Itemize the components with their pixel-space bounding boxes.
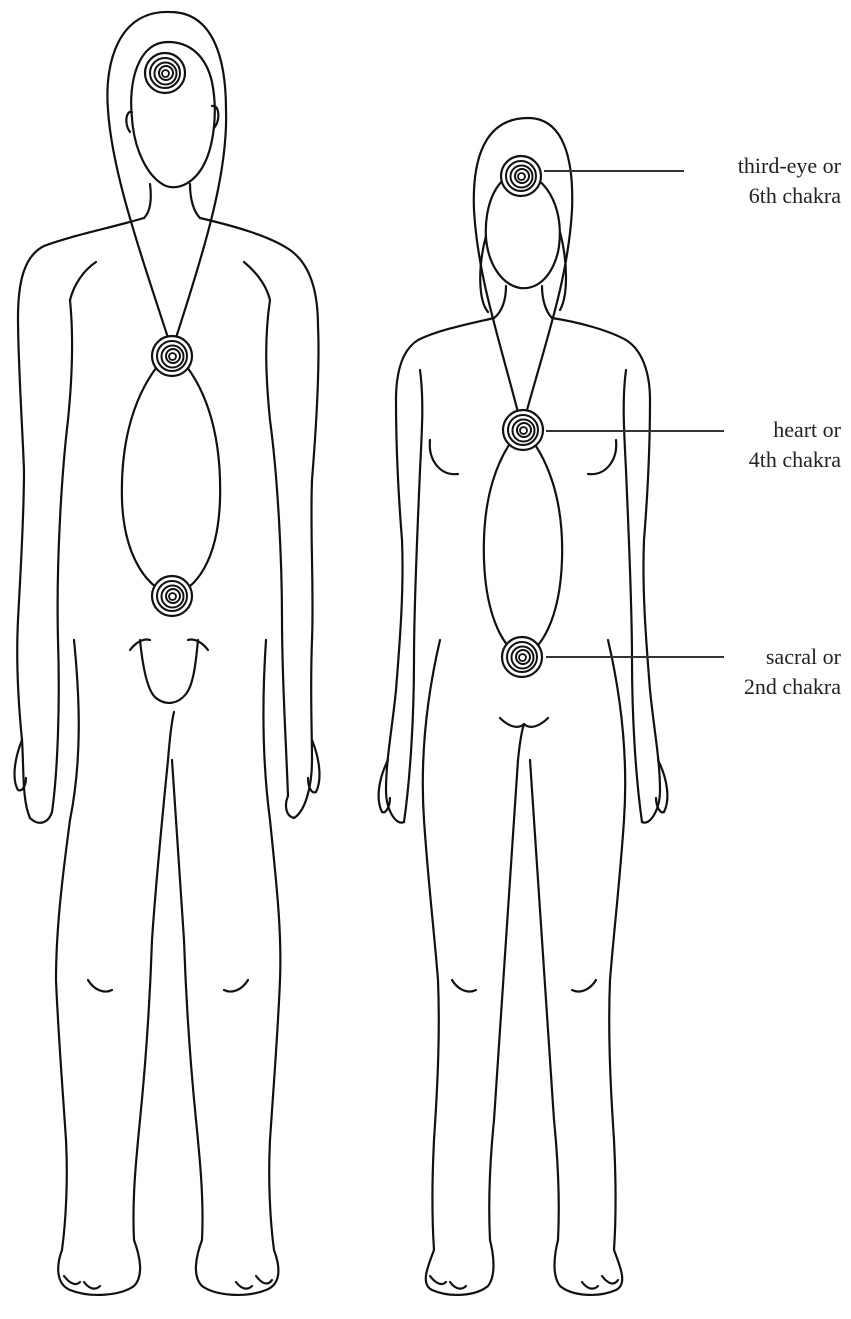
female-figure (379, 118, 668, 1295)
female-third-eye-chakra-icon (501, 156, 541, 196)
male-heart-chakra-icon (152, 336, 192, 376)
male-chakras (145, 53, 192, 616)
label-third-eye-line1: third-eye or (641, 151, 841, 181)
label-sacral-line1: sacral or (641, 642, 841, 672)
label-sacral-chakra: sacral or 2nd chakra (641, 642, 841, 702)
label-third-eye-chakra: third-eye or 6th chakra (641, 151, 841, 211)
female-aura-bottom (484, 428, 562, 656)
female-chakras (501, 156, 543, 677)
label-heart-line1: heart or (641, 415, 841, 445)
female-sacral-chakra-icon (502, 637, 542, 677)
male-third-eye-chakra-icon (145, 53, 185, 93)
male-aura-bottom (122, 350, 220, 595)
female-torso (386, 318, 494, 823)
label-heart-line2: 4th chakra (641, 445, 841, 475)
label-third-eye-line2: 6th chakra (641, 181, 841, 211)
leader-lines (544, 171, 724, 657)
male-figure (15, 12, 320, 1295)
label-sacral-line2: 2nd chakra (641, 672, 841, 702)
female-heart-chakra-icon (503, 410, 543, 450)
male-sacral-chakra-icon (152, 576, 192, 616)
label-heart-chakra: heart or 4th chakra (641, 415, 841, 475)
male-torso (17, 218, 144, 823)
